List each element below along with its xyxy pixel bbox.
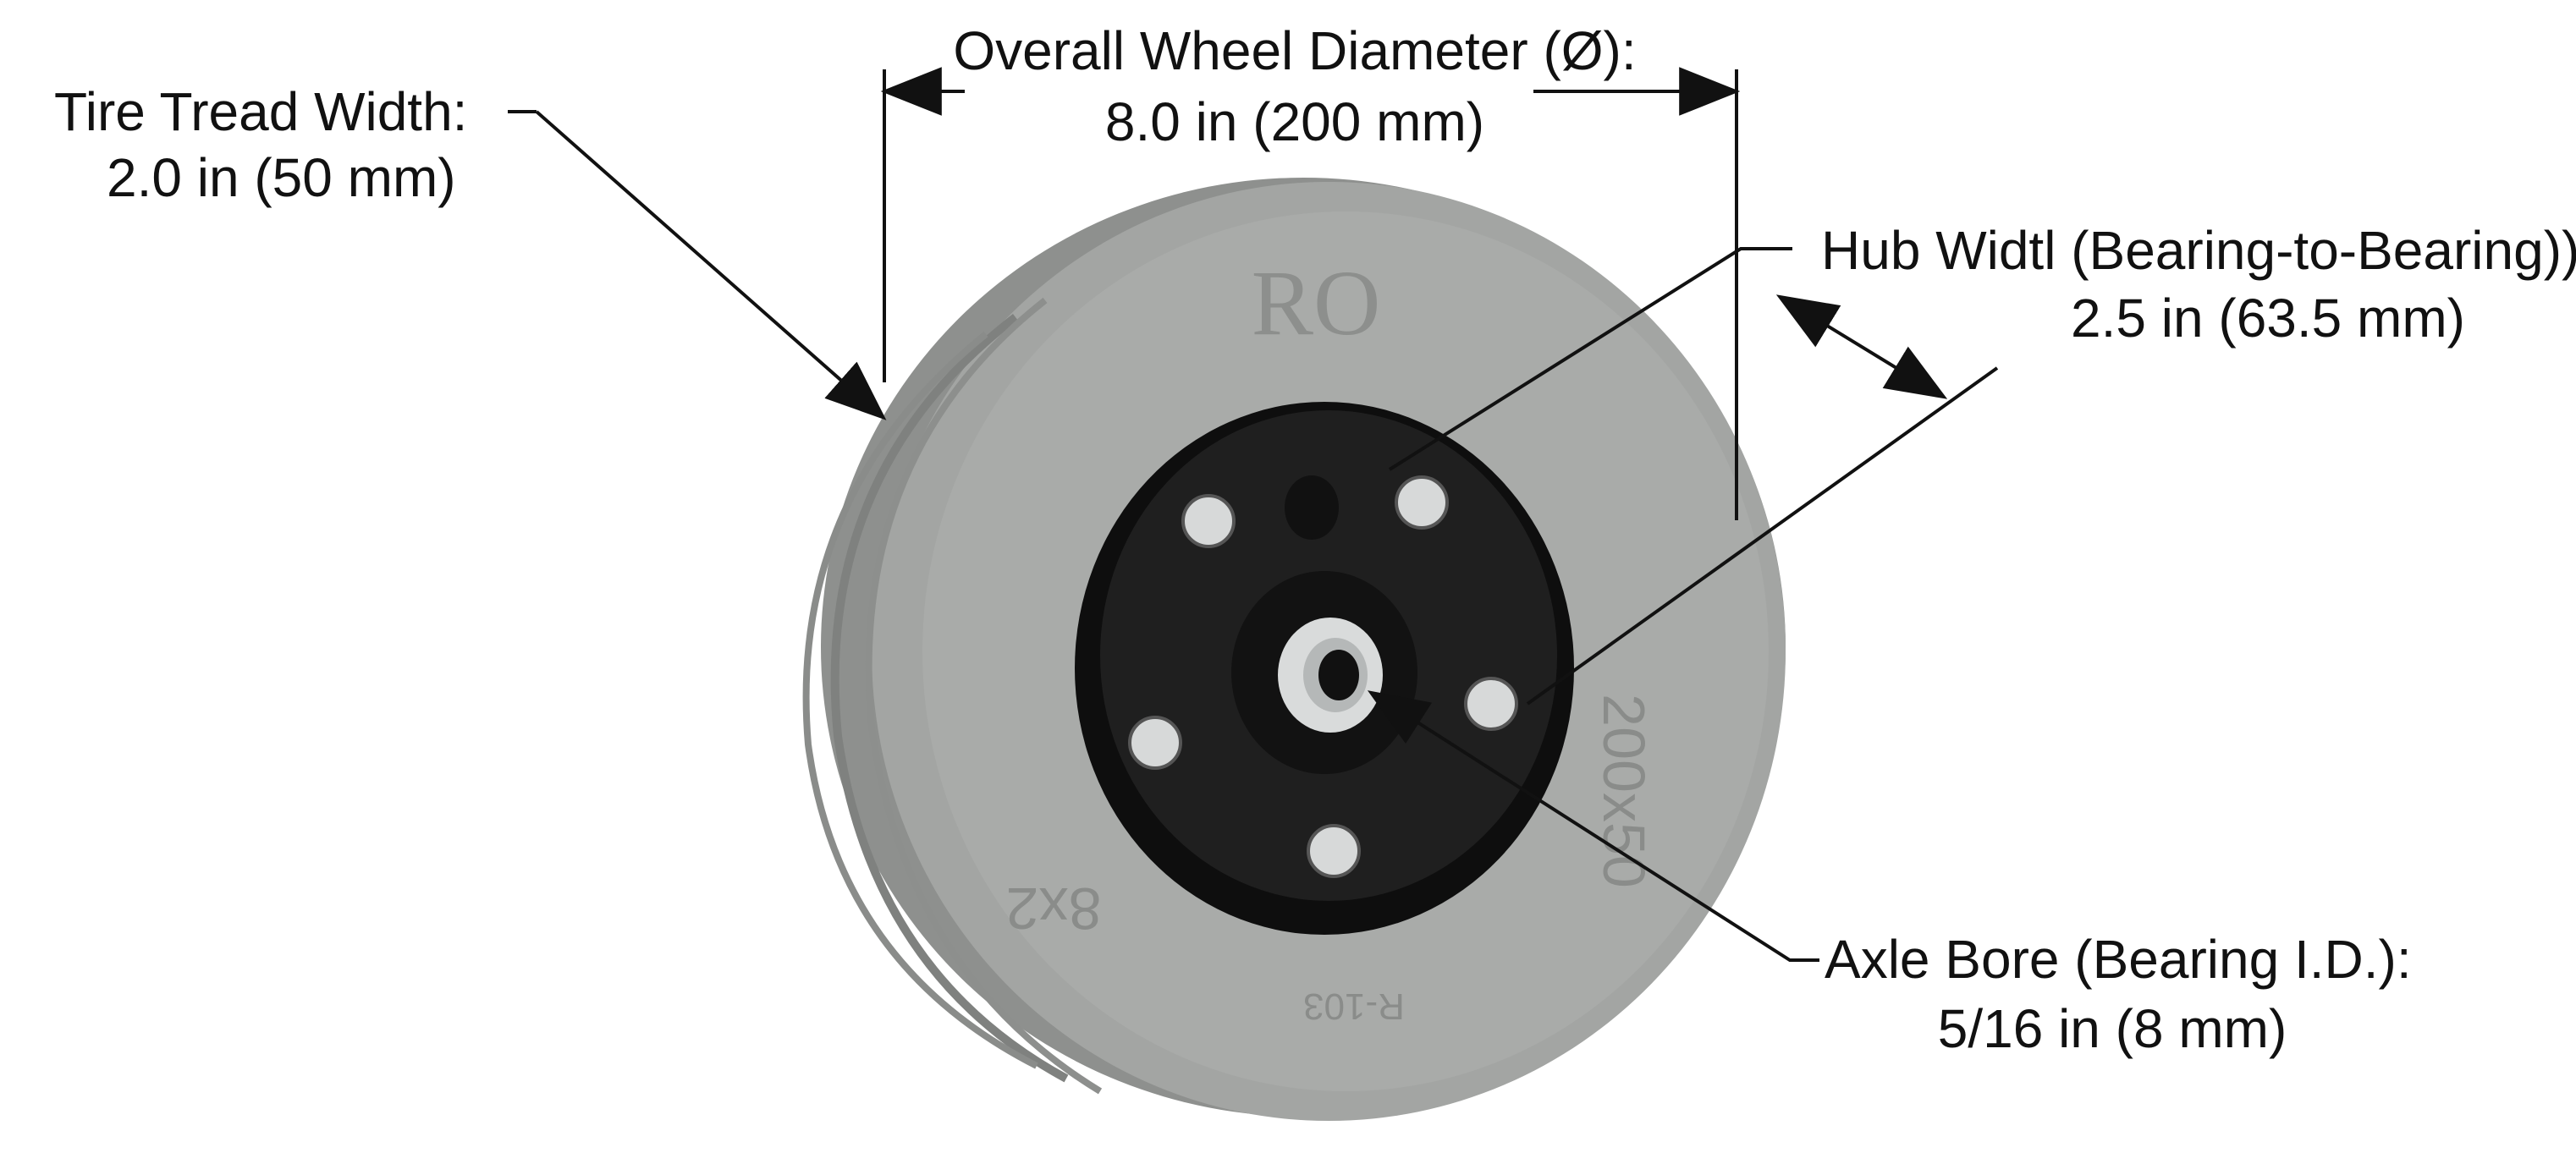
tire-tread-ridge xyxy=(865,297,1103,1095)
bolt-icon xyxy=(1128,716,1182,770)
bolt-icon xyxy=(1395,475,1449,530)
axle-bore xyxy=(1318,650,1359,700)
grease-port xyxy=(1285,475,1339,540)
bolt-icon xyxy=(1307,824,1361,878)
bolt-icon xyxy=(1181,494,1236,548)
tire-size-left: 8x2 xyxy=(1006,876,1102,942)
bolt-icon xyxy=(1464,677,1518,731)
axle-value-label: 5/16 in (8 mm) xyxy=(1937,998,2287,1059)
hub-value-label: 2.5 in (63.5 mm) xyxy=(2071,288,2465,349)
hub-bolts xyxy=(1128,475,1518,878)
tread-leader-arrow xyxy=(535,110,887,420)
tire-brand-mark: RO xyxy=(1252,251,1381,354)
hub-dimension-arrow xyxy=(1775,294,1948,399)
tire-tread-ridge xyxy=(830,314,1069,1083)
tread-title-label: Tire Tread Width: xyxy=(54,81,468,142)
dimension-lines xyxy=(508,67,1999,962)
wheel: RO 8x2 200x50 R-103 xyxy=(802,178,1786,1121)
tread-value-label: 2.0 in (50 mm) xyxy=(107,147,456,208)
tire-size-right: 200x50 xyxy=(1591,694,1657,888)
tire-model-mark: R-103 xyxy=(1303,986,1405,1027)
diameter-title-label: Overall Wheel Diameter (Ø): xyxy=(953,20,1637,81)
hub-leader xyxy=(1388,247,1792,471)
hub-extension-line xyxy=(1526,366,1999,706)
diameter-value-label: 8.0 in (200 mm) xyxy=(1104,91,1485,152)
axle-title-label: Axle Bore (Bearing I.D.): xyxy=(1825,929,2412,990)
hub-title-label: Hub Widtl (Bearing-to-Bearing)) xyxy=(1821,220,2576,281)
tire-tread-ridge xyxy=(802,331,1038,1069)
axle-leader xyxy=(1367,690,1819,962)
